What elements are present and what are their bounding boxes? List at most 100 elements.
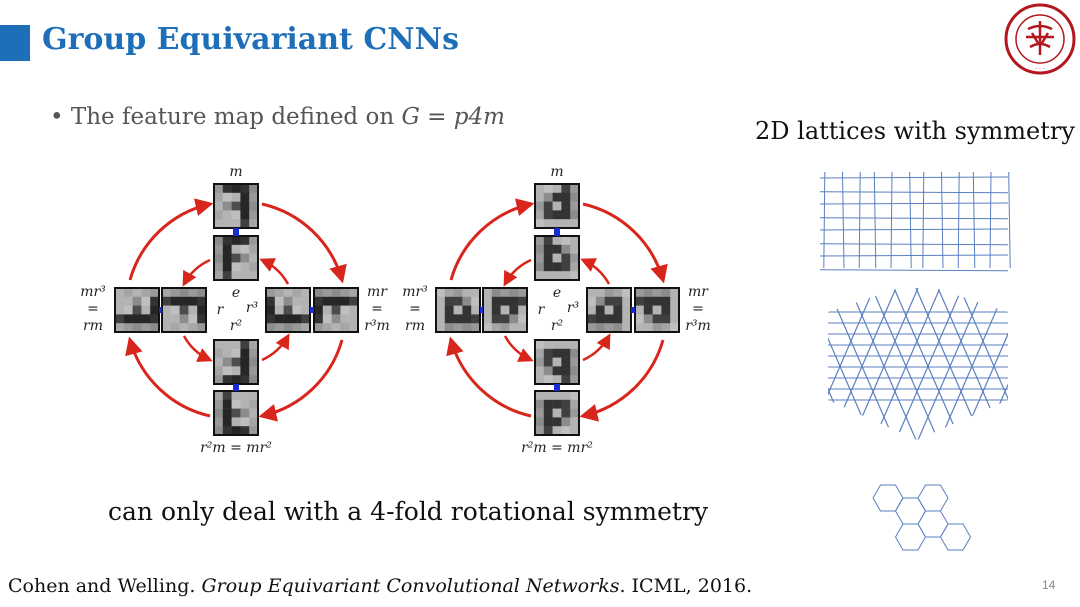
patch-pixel [314,314,324,324]
patch-e [213,235,259,281]
patch-pixel [249,357,259,367]
patch-pixel [314,323,324,333]
patch-pixel [471,288,481,298]
patch-pixel [535,244,545,254]
patch-pixel [222,408,232,418]
patch-pixel [349,288,359,298]
patch-pixel [162,314,172,324]
bullet-feature-map: • The feature map defined on G = p4m [50,104,505,130]
diagram-filter-patch [435,183,680,436]
patch-pixel [231,201,241,211]
patch-pixel [249,417,259,427]
connector-top [233,228,239,236]
patch-pixel [613,314,623,324]
patch-pixel [123,323,133,333]
patch-pixel [561,262,571,272]
patch-pixel [491,323,501,333]
patch-pixel [231,348,241,358]
patch-pixel [170,288,180,298]
patch-pixel [444,323,454,333]
patch-pixel [322,305,332,315]
patch-pixel [635,296,645,306]
patch-pixel [552,366,562,376]
patch-m [534,183,580,229]
patch-pixel [214,426,224,436]
patch-pixel [266,305,276,315]
patch-pixel [115,314,125,324]
patch-pixel [231,192,241,202]
patch-pixel [670,314,680,324]
patch-pixel [141,296,151,306]
patch-pixel [274,323,284,333]
patch-pixel [570,375,580,385]
patch-pixel [301,314,311,324]
patch-pixel [162,296,172,306]
patch-pixel [552,417,562,427]
patch-pixel [240,375,250,385]
patch-pixel [552,408,562,418]
patch-pixel [240,236,250,246]
patch-pixel [561,201,571,211]
patch-pixel [670,323,680,333]
patch-pixel [231,219,241,229]
patch-pixel [518,314,528,324]
patch-pixel [552,244,562,254]
patch-pixel [331,323,341,333]
patch-pixel [222,391,232,401]
patch-pixel [197,288,207,298]
patch-pixel [570,340,580,350]
patch-pixel [543,262,553,272]
patch-pixel [613,296,623,306]
patch-pixel [561,192,571,202]
patch-pixel [483,305,493,315]
patch-pixel [340,288,350,298]
patch-pixel [471,305,481,315]
patch-mr3 [114,287,160,333]
patch-pixel [444,288,454,298]
patch-pixel [274,314,284,324]
patch-pixel [123,314,133,324]
patch-mr [634,287,680,333]
slide-title: Group Equivariant CNNs [42,22,459,57]
arrow-inner-br [582,333,611,362]
patch-pixel [222,366,232,376]
patch-pixel [604,288,614,298]
label-e-left: e [231,285,241,301]
patch-pixel [535,348,545,358]
patch-pixel [349,296,359,306]
patch-pixel [561,340,571,350]
patch-pixel [604,314,614,324]
patch-pixel [222,340,232,350]
patch-pixel [283,305,293,315]
patch-pixel [123,288,133,298]
patch-pixel [214,244,224,254]
arrow-outer-bl [125,336,211,418]
patch-pixel [552,262,562,272]
patch-pixel [587,296,597,306]
patch-pixel [188,296,198,306]
patch-pixel [570,192,580,202]
patch-pixel [471,314,481,324]
patch-pixel [222,399,232,409]
patch-pixel [543,426,553,436]
patch-pixel [222,201,232,211]
patch-pixel [635,314,645,324]
patch-pixel [249,201,259,211]
patch-pixel [340,314,350,324]
patch-pixel [570,236,580,246]
patch-pixel [231,375,241,385]
patch-pixel [535,375,545,385]
patch-pixel [587,288,597,298]
patch-pixel [635,305,645,315]
patch-pixel [535,192,545,202]
patch-pixel [561,236,571,246]
patch-pixel [652,296,662,306]
patch-pixel [570,271,580,281]
patch-r3 [265,287,311,333]
patch-pixel [543,417,553,427]
patch-pixel [214,366,224,376]
arrow-outer-tr [582,202,668,284]
label-eq-left-b: = [371,301,383,317]
patch-pixel [661,296,671,306]
patch-pixel [231,184,241,194]
